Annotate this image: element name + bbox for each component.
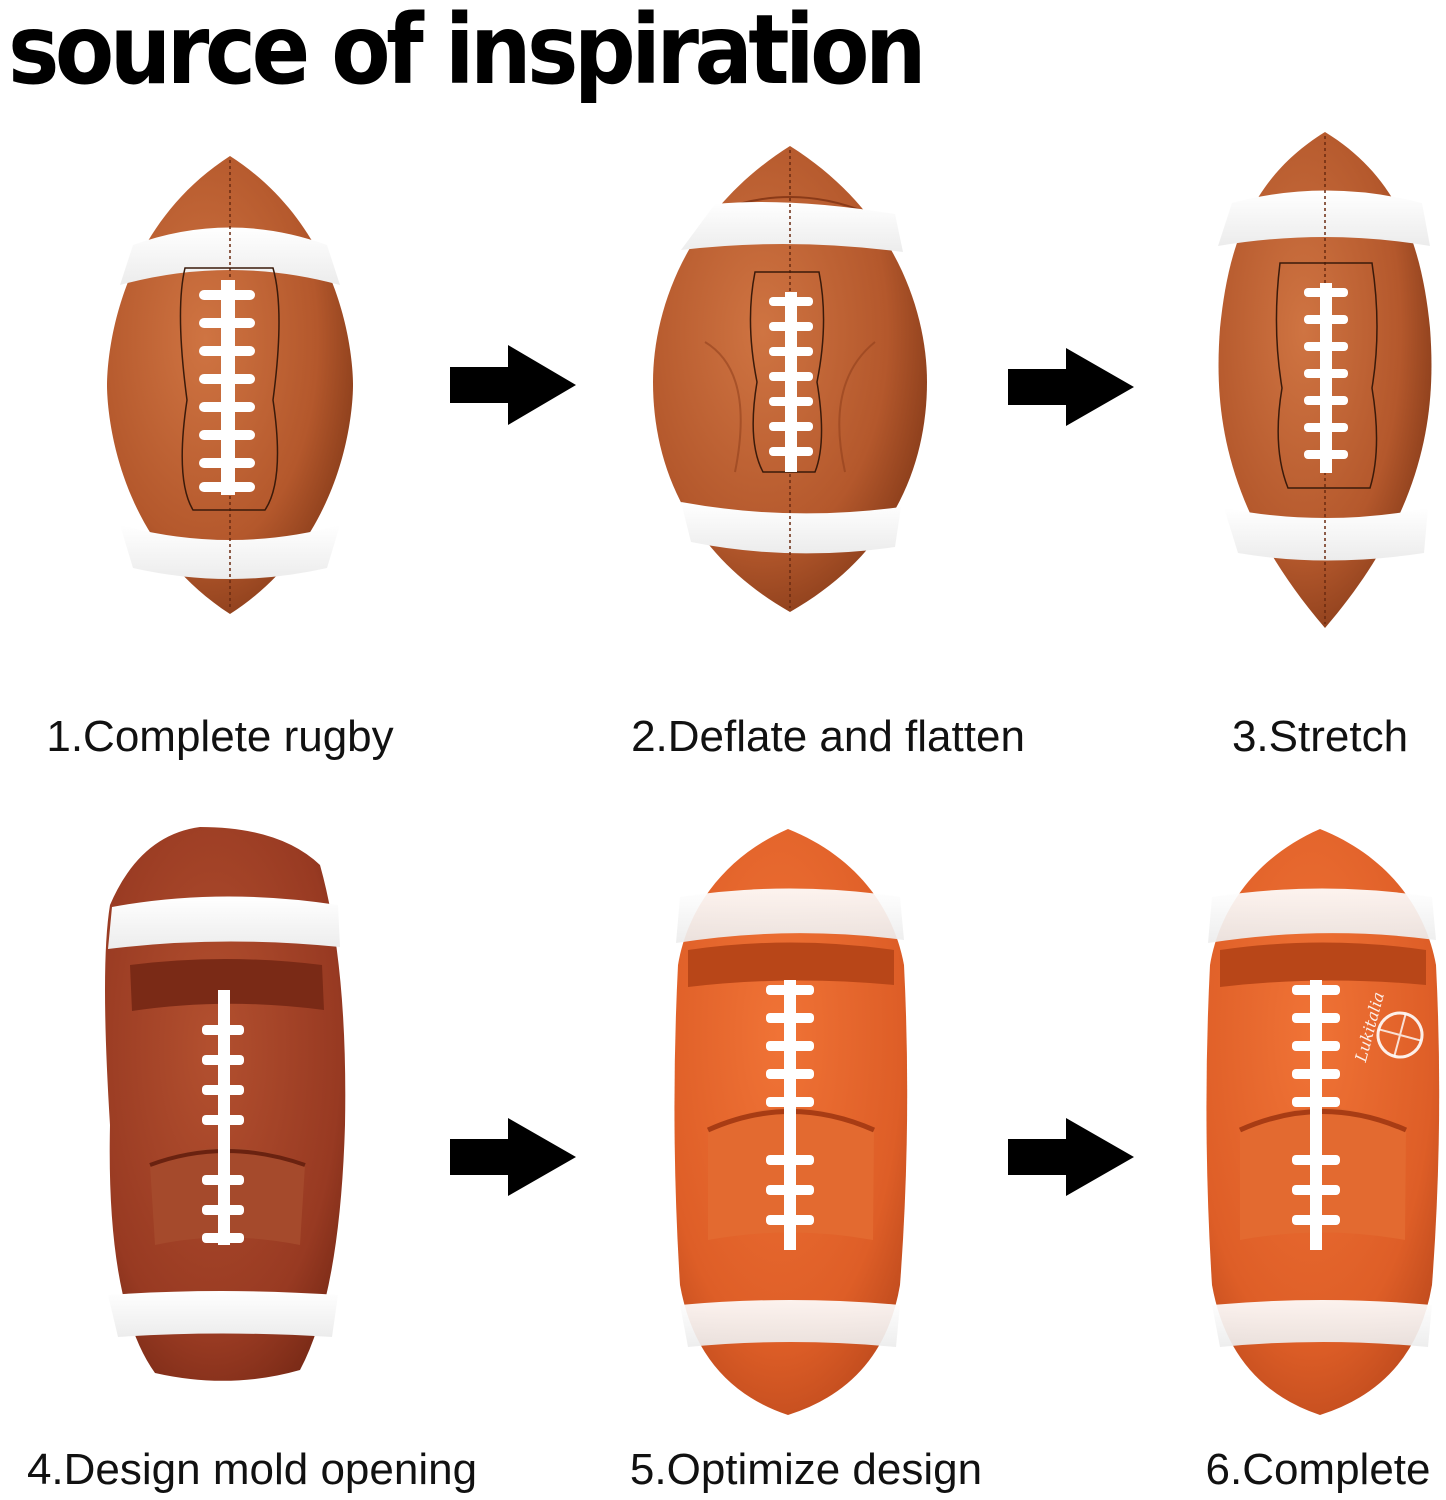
step-1-label: 1.Complete rugby bbox=[46, 712, 394, 761]
football-icon bbox=[107, 156, 353, 614]
step-3-label: 3.Stretch bbox=[1231, 712, 1409, 761]
page-title: source of inspiration bbox=[8, 0, 927, 106]
step-6-label: 6.Complete bbox=[1205, 1445, 1431, 1494]
step-2-label: 2.Deflate and flatten bbox=[631, 712, 1025, 761]
step-4-label: 4.Design mold opening bbox=[26, 1445, 478, 1494]
slide-mold-icon bbox=[105, 827, 346, 1381]
stretched-football-icon bbox=[1218, 132, 1432, 628]
arrow-right-icon bbox=[450, 345, 576, 425]
slide-optimized-icon bbox=[674, 829, 908, 1415]
step-5-label: 5.Optimize design bbox=[629, 1445, 983, 1494]
arrow-right-icon bbox=[1008, 1118, 1134, 1196]
arrow-right-icon bbox=[450, 1118, 576, 1196]
arrow-right-icon bbox=[1008, 348, 1134, 426]
deflated-football-icon bbox=[653, 146, 927, 612]
slide-complete-icon: Lukitalia bbox=[1206, 829, 1440, 1415]
